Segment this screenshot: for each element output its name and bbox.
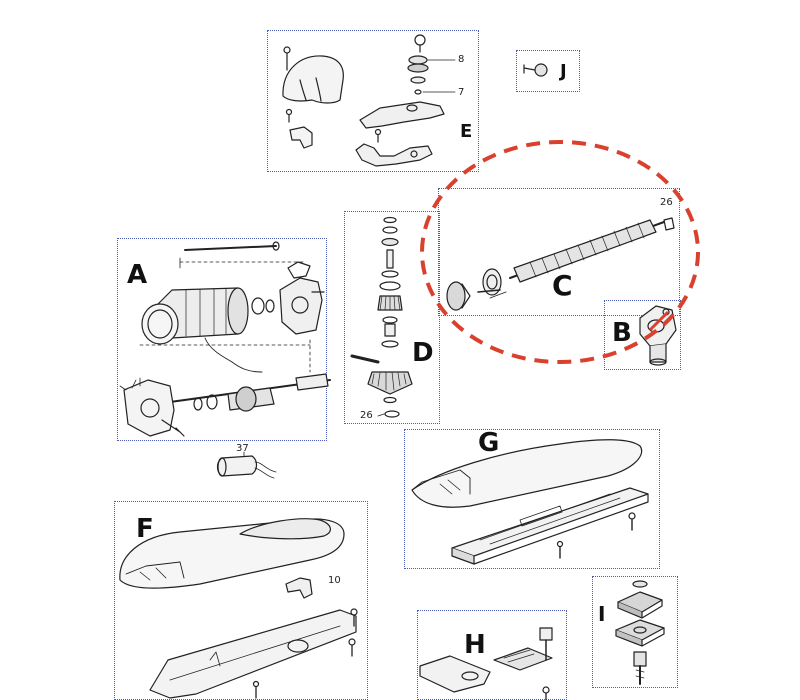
callout-10: 10 <box>328 575 341 586</box>
group-i-parts <box>615 580 665 685</box>
group-i-box <box>592 576 678 688</box>
group-label-e: E <box>460 121 473 142</box>
group-g-box <box>404 429 660 569</box>
group-j-parts <box>523 63 548 77</box>
highlight-slash <box>648 310 670 332</box>
highlight-circle <box>420 140 700 364</box>
callout-7: 7 <box>458 87 465 98</box>
group-label-a: A <box>127 260 148 290</box>
group-c-parts <box>446 217 675 311</box>
group-a-parts <box>119 241 331 437</box>
callout-37: 37 <box>236 443 249 454</box>
capacitor-part <box>216 451 277 479</box>
group-label-g: G <box>478 428 500 458</box>
group-d-box <box>344 211 440 424</box>
group-b-box <box>604 300 681 370</box>
group-label-d: D <box>412 338 434 368</box>
group-label-c: C <box>552 269 573 302</box>
group-label-h: H <box>464 630 486 660</box>
group-g-parts <box>411 439 649 565</box>
group-label-b: B <box>612 318 632 348</box>
group-j-box <box>516 50 580 92</box>
group-c-box <box>438 188 680 316</box>
group-d-parts <box>350 216 413 418</box>
group-label-i: I <box>598 602 606 626</box>
group-h-parts <box>419 627 553 700</box>
group-e-parts <box>282 34 456 167</box>
group-f-parts <box>119 518 358 699</box>
group-a-box <box>117 238 327 441</box>
group-e-box <box>267 30 479 172</box>
callout-8: 8 <box>458 54 465 65</box>
group-label-f: F <box>136 514 154 544</box>
callout-26-c: 26 <box>660 197 673 208</box>
callout-26-d: 26 <box>360 410 373 421</box>
group-label-j: J <box>560 61 567 82</box>
